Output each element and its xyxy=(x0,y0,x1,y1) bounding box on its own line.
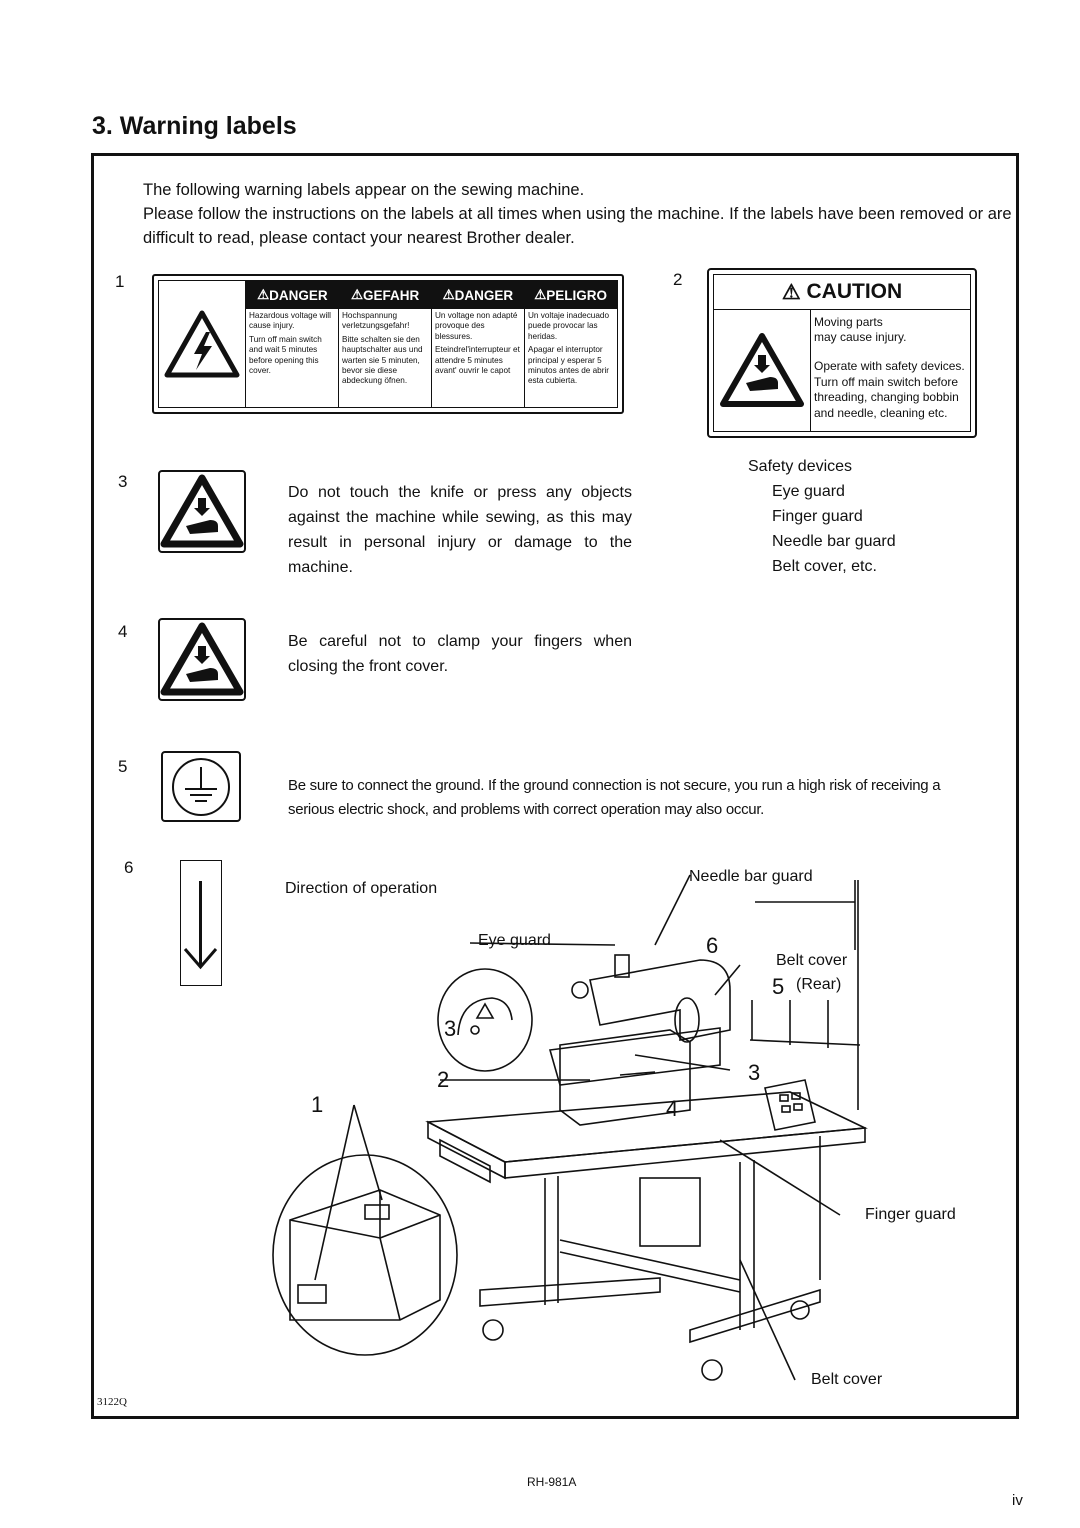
figure-code: 3122Q xyxy=(97,1396,127,1408)
page-number: iv xyxy=(1012,1492,1023,1509)
danger-header-fr: ⚠DANGER xyxy=(442,287,514,303)
warning-labels-frame xyxy=(91,153,1019,1419)
callout-number-4: 4 xyxy=(666,1096,679,1121)
hand-crush-icon xyxy=(714,309,811,431)
label-4-text: Be careful not to clamp your fingers whe… xyxy=(288,633,632,675)
danger-header-de: ⚠GEFAHR xyxy=(350,287,420,303)
label-number-4: 4 xyxy=(118,622,128,641)
callout-belt-cover-rear: Belt cover xyxy=(776,952,848,969)
danger-header-en: ⚠DANGER xyxy=(257,287,328,303)
safety-devices-title: Safety devices xyxy=(748,458,853,475)
danger-label: ⚠DANGER ⚠GEFAHR ⚠DANGER ⚠PELIGRO Hazardo… xyxy=(152,274,624,414)
sewing-machine-illustration xyxy=(272,874,868,1381)
safety-devices-list: Safety devices Eye guard Finger guard Ne… xyxy=(748,454,896,579)
caution-header: ⚠ CAUTION xyxy=(714,275,970,310)
intro-text: The following warning labels appear on t… xyxy=(143,178,1013,250)
label-number-1: 1 xyxy=(115,272,125,291)
safety-device-item: Needle bar guard xyxy=(772,533,896,550)
callout-number-3a: 3 xyxy=(444,1016,457,1041)
caution-text-2: Operate with safety devices.Turn off mai… xyxy=(814,359,965,420)
callout-number-5: 5 xyxy=(772,974,785,999)
callout-number-3b: 3 xyxy=(748,1060,761,1085)
label-number-5: 5 xyxy=(118,757,128,776)
section-heading: 3. Warning labels xyxy=(92,112,297,140)
danger-text-de: Hochspannung verletzungsgefahr!Bitte sch… xyxy=(339,309,432,407)
danger-text-fr: Un voltage non adapté provoque des bless… xyxy=(432,309,525,407)
danger-text-en: Hazardous voltage will cause injury.Turn… xyxy=(246,309,339,407)
safety-device-item: Finger guard xyxy=(772,508,863,525)
callout-number-2: 2 xyxy=(437,1067,450,1092)
high-voltage-icon xyxy=(159,281,246,407)
intro-line-2: Please follow the instructions on the la… xyxy=(143,205,1012,247)
callout-eye-guard: Eye guard xyxy=(478,932,551,949)
label-number-3: 3 xyxy=(118,472,128,491)
safety-device-item: Belt cover, etc. xyxy=(772,558,877,575)
intro-line-1: The following warning labels appear on t… xyxy=(143,181,585,199)
callout-number-6: 6 xyxy=(706,933,719,958)
label-5-text: Be sure to connect the ground. If the gr… xyxy=(288,777,941,818)
label-3-text: Do not touch the knife or press any obje… xyxy=(288,484,632,576)
label-number-2: 2 xyxy=(673,270,683,289)
safety-device-item: Eye guard xyxy=(772,483,845,500)
callout-rear: (Rear) xyxy=(796,976,842,993)
callout-belt-cover-bottom: Belt cover xyxy=(811,1371,883,1388)
ground-icon xyxy=(161,751,241,822)
footer-model: RH-981A xyxy=(527,1475,577,1489)
hand-crush-warning-icon xyxy=(158,470,246,553)
danger-header-es: ⚠PELIGRO xyxy=(534,287,608,303)
callout-needle-bar-guard: Needle bar guard xyxy=(689,868,813,885)
callout-finger-guard: Finger guard xyxy=(865,1206,956,1223)
direction-arrow-icon xyxy=(180,860,222,986)
direction-of-operation-label: Direction of operation xyxy=(285,880,438,897)
hand-crush-warning-icon xyxy=(158,618,246,701)
callout-number-1: 1 xyxy=(311,1092,324,1117)
label-number-6: 6 xyxy=(124,858,134,877)
danger-text-es: Un voltaje inadecuado puede provocar las… xyxy=(528,311,610,386)
